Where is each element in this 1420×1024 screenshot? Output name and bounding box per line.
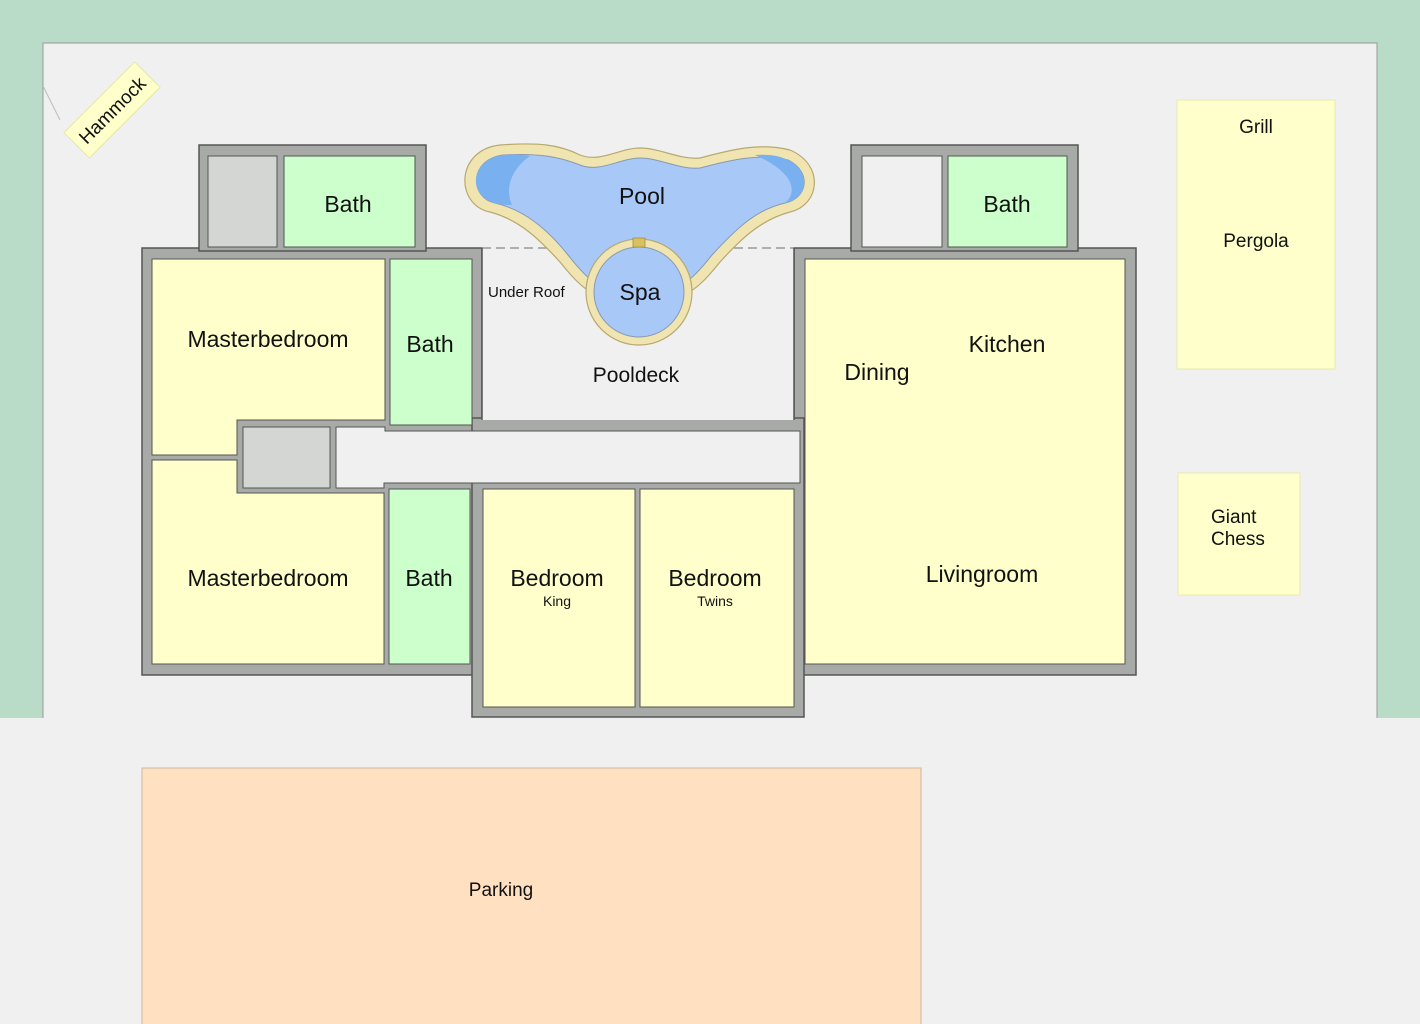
parking — [141, 767, 922, 1024]
pool-label: Pool — [619, 183, 665, 209]
bath-top-left — [283, 155, 416, 248]
bath-top-left-label: Bath — [324, 191, 371, 217]
giant-chess — [1177, 472, 1301, 596]
bath-mid-left-label: Bath — [406, 331, 453, 357]
bedroom-king-label: Bedroom — [510, 565, 603, 591]
storage-top-left — [207, 155, 278, 248]
masterbedroom-top-label: Masterbedroom — [187, 326, 348, 352]
bath-bottom-left-label: Bath — [405, 565, 452, 591]
parking-label: Parking — [469, 880, 533, 901]
pergola — [1176, 99, 1336, 370]
bath-bottom-left — [388, 488, 471, 665]
storage-mid-left — [242, 426, 331, 489]
kitchen-living-area — [804, 258, 1126, 665]
masterbedroom-bottom — [151, 459, 385, 665]
bedroom-king-sublabel: King — [543, 593, 571, 609]
masterbedroom-bottom-label: Masterbedroom — [187, 565, 348, 591]
bath-mid-left — [389, 258, 473, 426]
bath-top-right — [947, 155, 1068, 248]
kitchen-label: Kitchen — [969, 331, 1046, 357]
masterbedroom-top — [151, 258, 386, 456]
pool-shallow-left — [475, 154, 530, 205]
livingroom-label: Livingroom — [926, 561, 1039, 587]
closet-top-right — [861, 155, 943, 248]
pooldeck-label: Pooldeck — [593, 364, 680, 387]
pergola-label: Pergola — [1223, 231, 1289, 252]
dining-label: Dining — [844, 359, 909, 385]
pool-shallow-right — [755, 154, 805, 203]
giant-chess-label-1: Giant — [1211, 507, 1257, 528]
bedroom-twins-sublabel: Twins — [697, 593, 733, 609]
hammock-rope — [42, 85, 61, 121]
hallway — [335, 426, 801, 489]
bath-top-right-label: Bath — [983, 191, 1030, 217]
bedroom-twins — [639, 488, 795, 708]
bedroom-king — [482, 488, 636, 708]
bedroom-twins-label: Bedroom — [668, 565, 761, 591]
grill-label: Grill — [1239, 117, 1273, 138]
pool-water — [476, 154, 805, 291]
giant-chess-label-2: Chess — [1211, 529, 1265, 550]
spa-label: Spa — [620, 279, 661, 305]
spa-spillway — [632, 237, 646, 248]
under-roof-label: Under Roof — [488, 284, 566, 301]
